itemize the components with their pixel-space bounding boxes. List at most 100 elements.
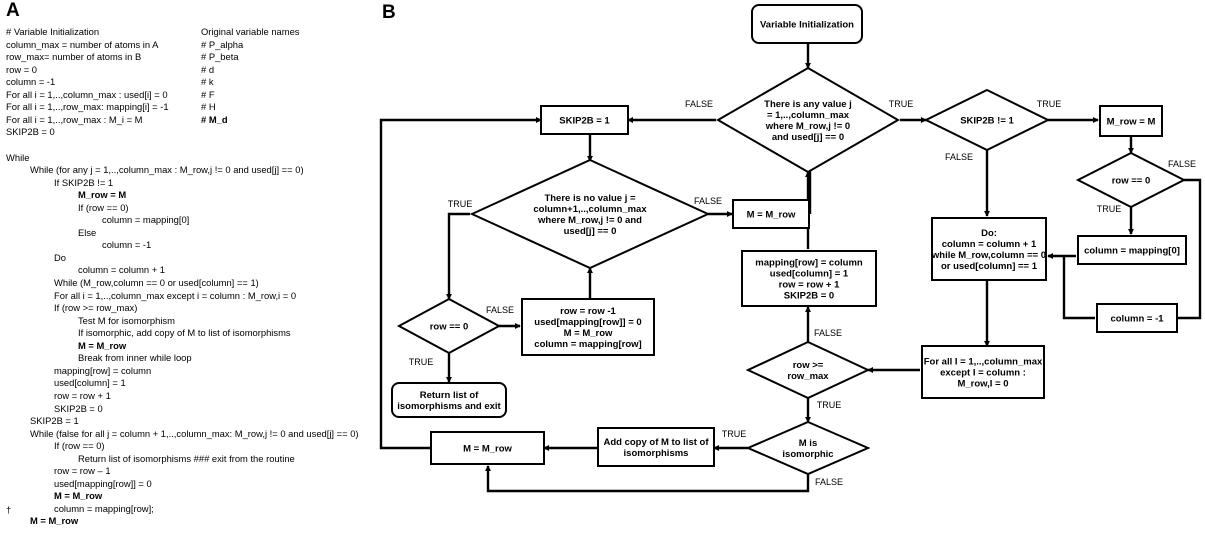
- backtrack-node-shape: [521, 298, 655, 356]
- column-mapping0-node-shape: [1077, 235, 1187, 265]
- mrow-equals-m-node: M_row = M: [1099, 105, 1163, 137]
- backtrack-node-text: row = row -1: [560, 306, 616, 317]
- code-line: row = row – 1: [54, 465, 111, 477]
- column-mapping0-node: column = mapping[0]: [1077, 235, 1187, 265]
- code-line: If isomorphic, add copy of M to list of …: [78, 327, 291, 339]
- code-line: M = M_row: [78, 339, 127, 351]
- code-line: Break from inner while loop: [78, 352, 192, 364]
- any-value-decision: There is any value j= 1,..,column_maxwhe…: [716, 66, 900, 174]
- for-all-zero-node-shape: [921, 345, 1045, 399]
- return-list-node-text: Return list of: [420, 390, 479, 401]
- code-line: For all i = 1,..,column_max : used[i] = …: [6, 88, 168, 100]
- edge-label-true: TRUE: [1097, 204, 1122, 214]
- backtrack-node-text: column = mapping[row]: [534, 339, 641, 350]
- column-minus-one-node-text: column = -1: [1110, 313, 1164, 324]
- code-line: column_max = number of atoms in A: [6, 38, 159, 50]
- code-line: # Variable Initialization: [6, 26, 100, 37]
- flow-arrow: [446, 212, 470, 300]
- no-value-decision-text: There is no value j =: [544, 193, 636, 204]
- edge-label-false: FALSE: [945, 152, 973, 162]
- m-equals-mrow-bottom-node-text: M = M_row: [463, 443, 512, 454]
- edge-label-true: TRUE: [1037, 99, 1062, 109]
- skip2b-set-node-shape: [540, 105, 629, 135]
- original-name: # M_d: [201, 113, 228, 125]
- update-mapping-node-text: used[column] = 1: [770, 268, 849, 279]
- row-zero-left-decision: row == 0: [396, 297, 502, 355]
- code-line: While (for any j = 1,..,column_max : M_r…: [30, 164, 304, 176]
- return-list-node-text: isomorphisms and exit: [397, 401, 501, 412]
- code-line: If (row >= row_max): [54, 302, 138, 314]
- column-minus-one-node-shape: [1096, 303, 1178, 333]
- m-equals-mrow-node-text: M = M_row: [747, 209, 796, 220]
- code-line: Return list of isomorphisms ### exit fro…: [78, 452, 295, 464]
- code-line: For all i = 1,..,row_max : M_i = M: [6, 113, 143, 125]
- original-name: # k: [201, 76, 214, 88]
- code-line: Do: [54, 251, 66, 263]
- variable-initialization-node: Variable Initialization: [751, 4, 863, 44]
- backtrack-node-text: M = M_row: [564, 328, 613, 339]
- code-line: SKIP2B = 1: [30, 415, 79, 427]
- skip2b-set-node: SKIP2B = 1: [540, 105, 629, 135]
- panel-a-letter: A: [6, 0, 20, 21]
- code-line: While (M_row,column == 0 or used[column]…: [54, 277, 259, 288]
- code-line: used[mapping[row]] = 0: [54, 477, 152, 489]
- code-line: column = mapping[0]: [102, 214, 190, 226]
- row-zero-left-decision-text: row == 0: [430, 321, 469, 332]
- no-value-decision-shape: [469, 158, 711, 270]
- original-names-header: Original variable names: [201, 26, 300, 37]
- edge-label-false: FALSE: [814, 328, 842, 338]
- edge-label-true: TRUE: [817, 400, 842, 410]
- original-name: # d: [201, 63, 215, 75]
- no-value-decision-text: where M_row,j != 0 and: [537, 215, 642, 226]
- original-name: # P_beta: [201, 51, 239, 63]
- code-line: used[column] = 1: [54, 377, 126, 389]
- row-max-decision: row >=row_max: [745, 340, 871, 400]
- code-line: If (row == 0): [78, 201, 129, 213]
- m-equals-mrow-node-shape: [732, 199, 810, 229]
- edge-label-true: TRUE: [722, 429, 747, 439]
- for-all-zero-node-text: M_row,I = 0: [957, 378, 1008, 389]
- row-zero-right-decision-text: row == 0: [1112, 175, 1151, 186]
- variable-initialization-node-text: Variable Initialization: [760, 19, 854, 30]
- no-value-decision: There is no value j =column+1,..,column_…: [469, 158, 711, 270]
- m-equals-mrow-bottom-node-shape: [430, 431, 545, 465]
- m-equals-mrow-node: M = M_row: [732, 199, 810, 229]
- code-line: For all i = 1,..,column_max except i = c…: [54, 289, 297, 301]
- any-value-decision-text: = 1,..,column_max: [767, 110, 850, 121]
- flow-arrow: [1062, 256, 1095, 320]
- row-max-decision-text: row_max: [787, 371, 829, 382]
- panel-b-letter: B: [382, 2, 396, 23]
- edge-label-false: FALSE: [1168, 159, 1196, 169]
- flow-edges: [379, 44, 1202, 493]
- code-line: M_row = M: [78, 189, 127, 201]
- original-name: # P_alpha: [201, 38, 244, 50]
- isomorphic-decision-text: isomorphic: [782, 449, 833, 460]
- edge-label-true: TRUE: [409, 357, 434, 367]
- add-copy-node-shape: [597, 427, 715, 467]
- original-name: # F: [201, 88, 215, 100]
- code-line: row_max= number of atoms in B: [6, 51, 142, 63]
- code-line: While (false for all j = column + 1,..,c…: [30, 427, 359, 439]
- mrow-equals-m-node-shape: [1099, 105, 1163, 137]
- for-all-zero-node-text: For all I = 1,..,column_max: [924, 356, 1043, 367]
- code-line: column = mapping[row];: [54, 502, 154, 514]
- backtrack-node-text: used[mapping[row]] = 0: [534, 317, 641, 328]
- code-line: M = M_row: [30, 515, 79, 527]
- do-while-node-text: or used[column] == 1: [941, 261, 1038, 272]
- flow-arrow: [379, 117, 542, 450]
- row-max-decision-shape: [745, 340, 871, 400]
- do-while-node-text: column = column + 1: [942, 239, 1037, 250]
- add-copy-node-text: isomorphisms: [624, 448, 689, 459]
- any-value-decision-text: There is any value j: [764, 99, 852, 110]
- code-line: SKIP2B = 0: [6, 126, 55, 138]
- column-minus-one-node: column = -1: [1096, 303, 1178, 333]
